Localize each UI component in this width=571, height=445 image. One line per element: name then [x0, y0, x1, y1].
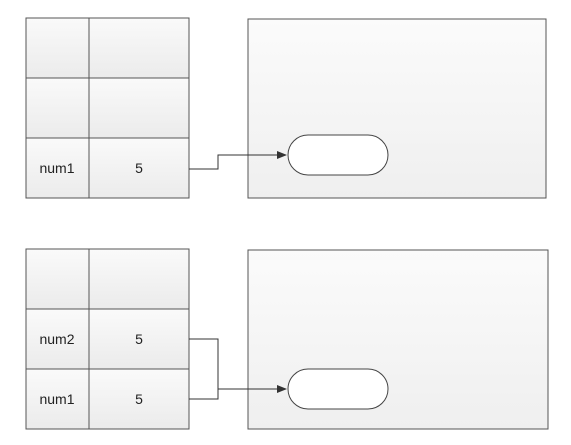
variable-value: 5 [135, 331, 143, 347]
variable-name: num1 [39, 391, 74, 407]
stack-value-cell [88, 368, 190, 430]
stack-name-cell [25, 77, 90, 139]
reference-arrow-top [189, 151, 287, 170]
stack-name-cell [25, 248, 90, 310]
heap-value-oval-top [287, 134, 389, 176]
reference-line-num2 [189, 338, 219, 389]
stack-name-cell [25, 17, 90, 79]
stack-table-bottom: num2 5 num1 5 [25, 248, 190, 430]
heap-value-oval-bottom [287, 368, 389, 410]
stack-name-cell [25, 137, 90, 199]
heap-box-top [247, 18, 547, 199]
reference-line-num1 [189, 389, 219, 400]
variable-value: 5 [135, 160, 143, 176]
variable-name: num1 [39, 160, 74, 176]
stack-value-cell [88, 248, 190, 310]
stack-table-top: num1 5 [25, 17, 190, 199]
variable-value: 5 [135, 391, 143, 407]
stack-value-cell [88, 17, 190, 79]
stack-value-cell [88, 137, 190, 199]
stack-value-cell [88, 77, 190, 139]
variable-name: num2 [39, 331, 74, 347]
